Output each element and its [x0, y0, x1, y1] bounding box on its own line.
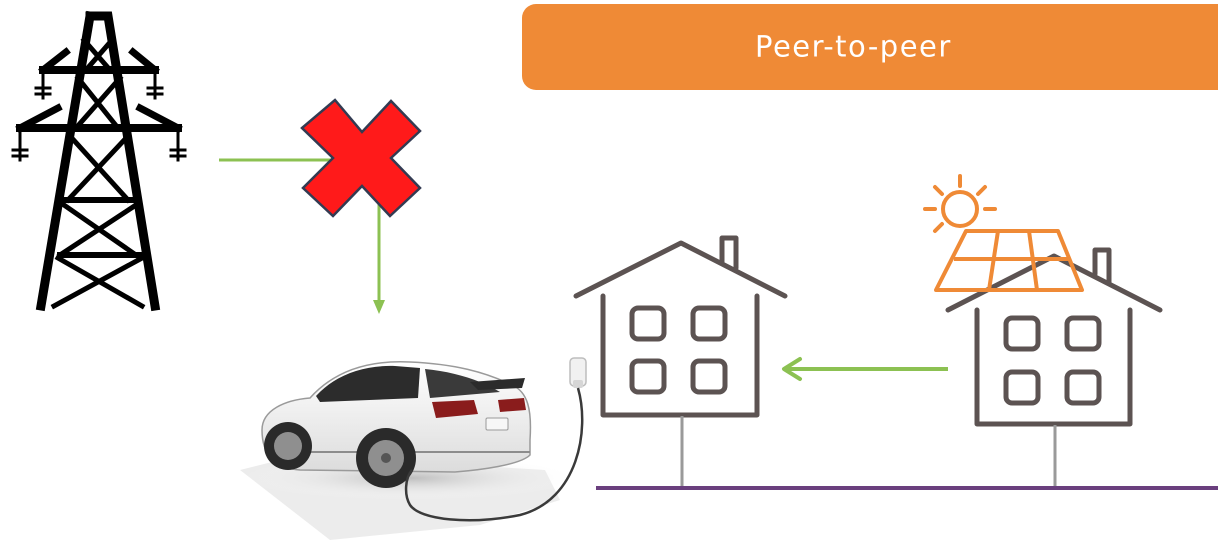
house-icon: [576, 238, 785, 415]
red-x-icon: [302, 100, 420, 216]
sun-icon: [925, 176, 995, 231]
electric-car-charging: [240, 358, 586, 540]
power-pylon-icon: [13, 16, 185, 306]
peer-transfer-arrow: [784, 359, 948, 379]
house-with-solar-panel-icon: [936, 231, 1160, 424]
